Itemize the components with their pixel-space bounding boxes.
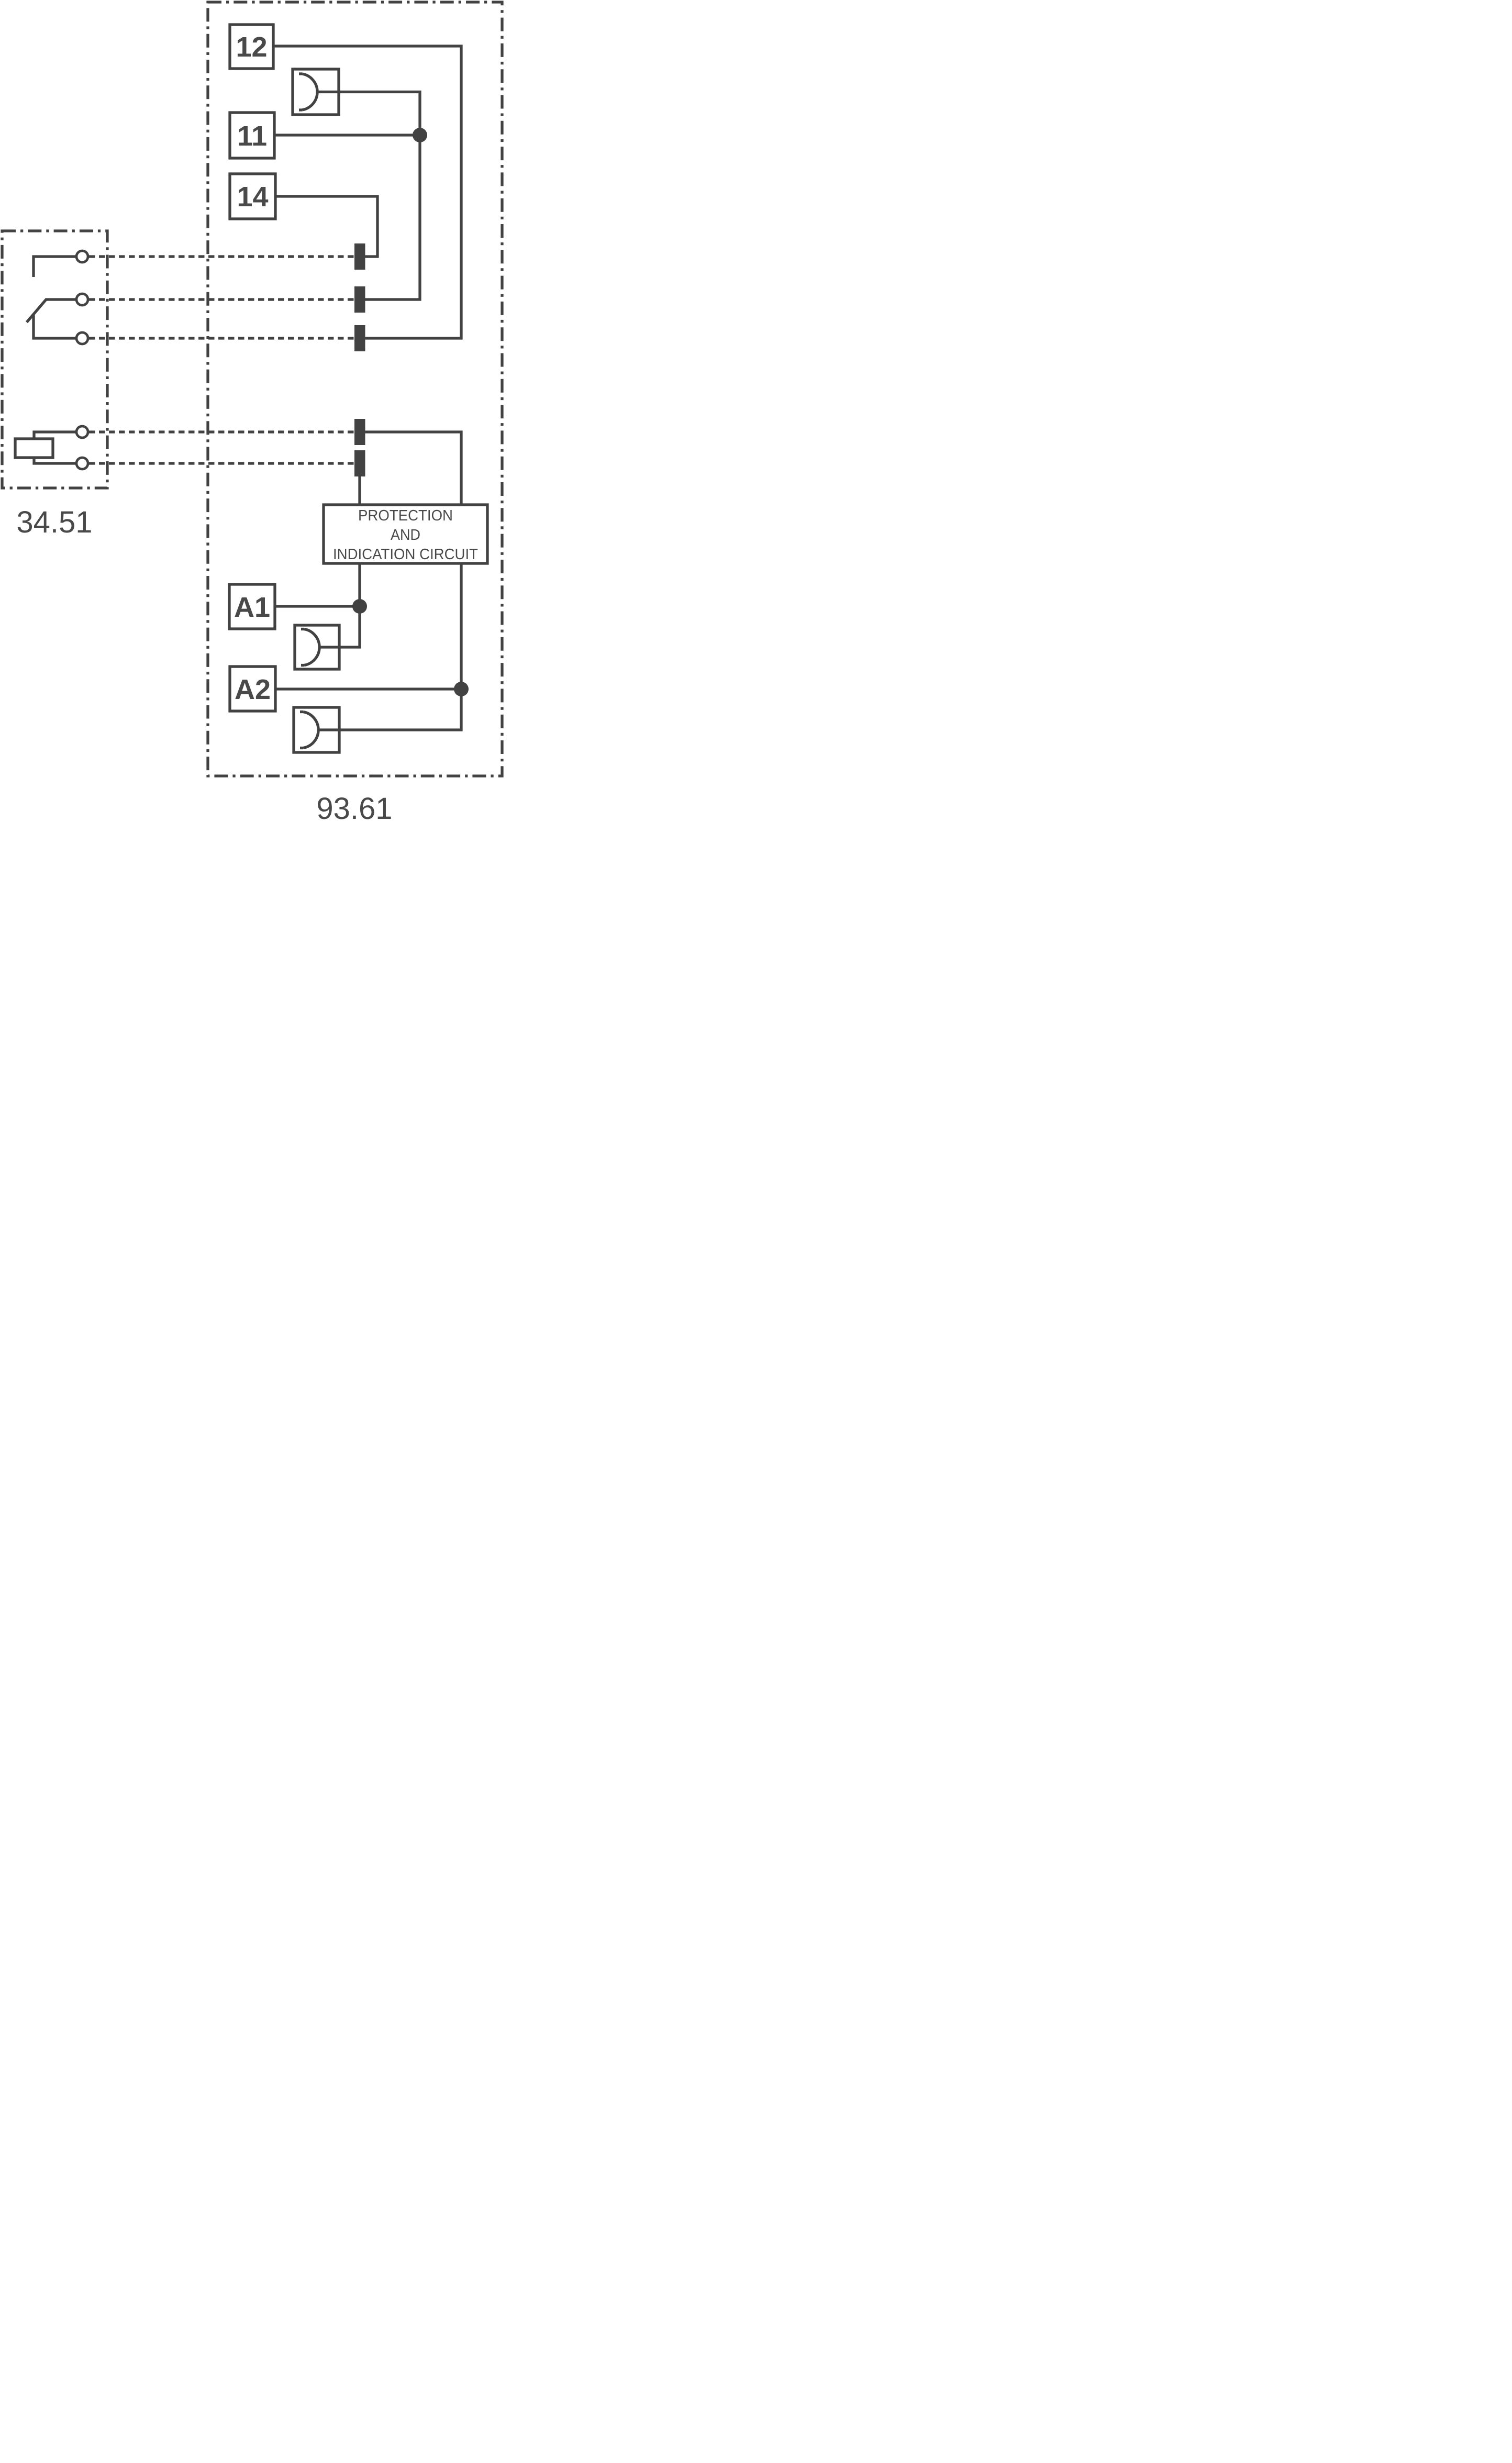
diagram-canvas: PROTECTION AND INDICATION CIRCUIT 12 11 … (0, 0, 504, 821)
socket-type-label: 93.61 (316, 792, 392, 821)
terminal-11: 11 (228, 111, 276, 160)
terminal-14-label: 14 (237, 181, 268, 213)
lamp2-arc (301, 627, 321, 667)
indicator-lamp-icon-top (291, 68, 340, 116)
socket-pin-1 (354, 243, 365, 270)
relay-terminal-circle-1 (75, 249, 90, 264)
junction-dot-11 (413, 128, 427, 142)
socket-pin-2 (354, 286, 365, 313)
contact-nc-post (32, 314, 76, 340)
terminal-a1-box (228, 583, 276, 630)
relay-terminal-circle-3 (75, 331, 90, 346)
protection-circuit-box (322, 503, 489, 565)
relay-type-label: 34.51 (16, 505, 92, 539)
relay-contact-symbol (25, 249, 90, 346)
socket-pin-4 (354, 419, 365, 445)
terminal-14-box (228, 172, 277, 220)
terminal-a2: A2 (228, 665, 277, 713)
terminal-11-box (228, 111, 276, 160)
socket-outline (206, 1, 504, 778)
terminal-a2-box (228, 665, 277, 713)
relay-outline (1, 229, 109, 490)
terminal-12-box (228, 23, 275, 70)
contact-no-hook (32, 255, 76, 277)
wire-lamp1-to-pin2 (317, 90, 421, 301)
lamp1-arc (299, 72, 319, 112)
terminal-a2-label: A2 (235, 674, 271, 705)
socket-pin-5 (354, 450, 365, 476)
protection-circuit-line3: INDICATION CIRCUIT (333, 546, 478, 563)
relay-terminal-circle-2 (75, 292, 90, 307)
protection-circuit-line2: AND (391, 527, 420, 543)
lamp1-box (291, 68, 340, 116)
lamp3-box (292, 706, 341, 754)
wire-protection-to-a1-lamp2 (319, 563, 361, 649)
terminal-14: 14 (228, 172, 277, 220)
terminal-a1-label: A1 (234, 592, 270, 623)
protection-circuit-line1: PROTECTION (358, 507, 453, 524)
indicator-lamp-icon-a2 (292, 706, 341, 754)
relay-terminal-circle-4 (75, 425, 90, 439)
junction-dot-a2 (454, 682, 469, 696)
terminal-11-label: 11 (237, 120, 267, 152)
wire-pin4-to-protection (365, 430, 463, 505)
lamp3-arc (300, 710, 320, 750)
wire-12-to-pin3 (273, 45, 463, 340)
terminal-a1: A1 (228, 583, 276, 630)
wiring-diagram: PROTECTION AND INDICATION CIRCUIT 12 11 … (1, 1, 504, 821)
indicator-lamp-icon-a1 (293, 624, 341, 671)
junction-dot-a1 (352, 599, 367, 614)
coil-box (14, 437, 54, 459)
relay-coil-symbol (14, 425, 90, 471)
wire-protection-to-a2-lamp3 (318, 563, 463, 731)
lamp2-box (293, 624, 341, 671)
coil-bottom-lead (32, 458, 76, 465)
terminal-12: 12 (228, 23, 275, 70)
socket-pin-3 (354, 325, 365, 351)
wire-14-to-pin1 (275, 195, 379, 258)
terminal-12-label: 12 (236, 31, 267, 63)
relay-terminal-circle-5 (75, 456, 90, 471)
coil-top-lead (32, 430, 76, 439)
